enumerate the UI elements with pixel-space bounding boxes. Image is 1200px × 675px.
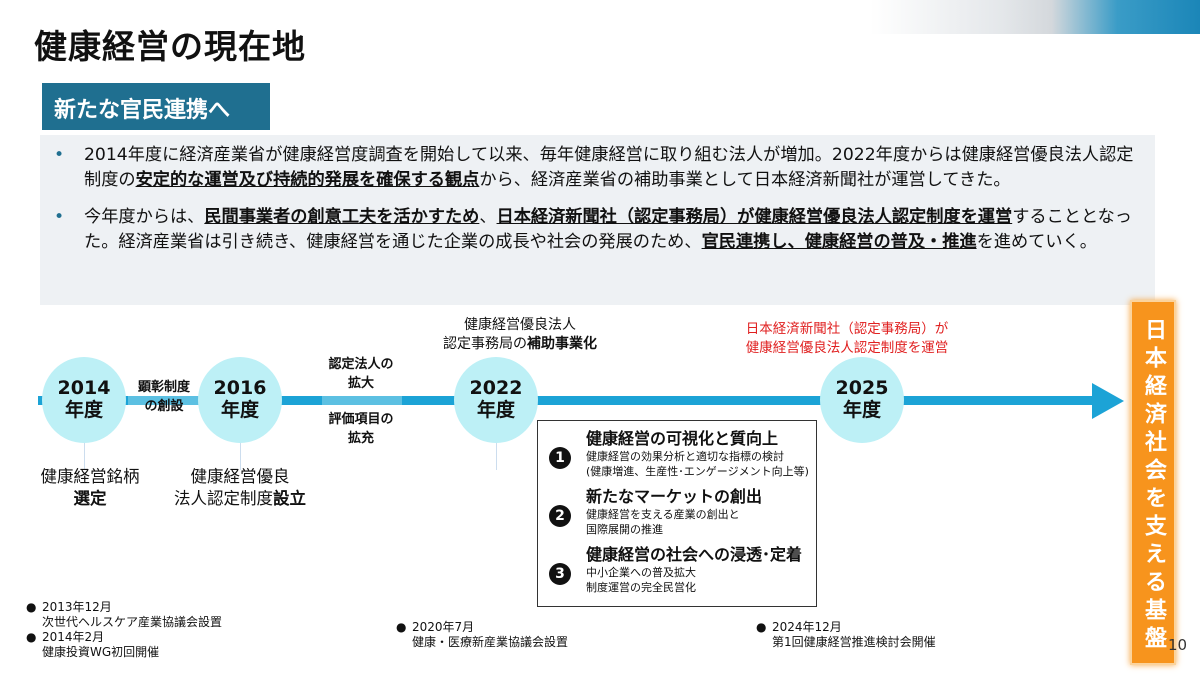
label-bold: 選定: [73, 489, 107, 508]
section-heading: 新たな官民連携へ: [42, 83, 270, 130]
label-line: 法人認定制度: [174, 489, 273, 508]
initiative-item: 1 健康経営の可視化と質向上健康経営の効果分析と適切な指標の検討 (健康増進、生産性…: [544, 429, 810, 479]
timeline-line: [262, 396, 322, 405]
note-text: 第1回健康経営推進検討会開催: [772, 635, 936, 649]
initiative-title: 新たなマーケットの創出: [586, 487, 763, 506]
number-badge: 3: [549, 563, 571, 585]
timeline-line-segment: [322, 396, 402, 405]
text: を進めていく。: [976, 232, 1097, 252]
text: することとなった。経済産業省は引き続き、健康経営を通じた企業の成長や社会の発展の…: [84, 207, 1132, 252]
label-line: 日本経済新聞社（認定事務局）が: [745, 321, 949, 337]
note-date: 2024年12月: [772, 620, 842, 634]
bullet-dot: •: [54, 207, 65, 227]
emphasis-text: 民間事業者の創意工夫を活かすため: [204, 207, 480, 227]
emphasis-text: 官民連携し、健康経営の普及・推進: [701, 232, 977, 252]
connector: [240, 440, 241, 470]
milestone-year: 2014: [57, 377, 111, 399]
summary-panel: • 2014年度に経済産業省が健康経営度調査を開始して以来、毎年健康経営に取り組む…: [40, 135, 1155, 305]
bullet-item: • 2014年度に経済産業省が健康経営度調査を開始して以来、毎年健康経営に取り組む…: [48, 143, 1135, 193]
initiative-item: 3 健康経営の社会への浸透･定着中小企業への普及拡大制度運営の完全民営化: [544, 545, 810, 595]
note-bullet: ●: [26, 630, 37, 644]
initiative-desc: (健康増進、生産性･エンゲージメント向上等): [586, 465, 809, 478]
emphasis-text: 安定的な運営及び持続的発展を確保する観点: [135, 170, 480, 190]
event-2016: 健康経営優良法人認定制度設立: [155, 466, 325, 510]
note-text: 健康・医療新産業協議会設置: [412, 635, 569, 649]
bullet-item: • 今年度からは、民間事業者の創意工夫を活かすため、日本経済新聞社（認定事務局）が…: [48, 205, 1135, 255]
emphasis-text: 日本経済新聞社（認定事務局）が健康経営優良法人認定制度を運営: [496, 207, 1013, 227]
connector: [84, 440, 85, 470]
note-bullet: ●: [396, 620, 407, 634]
milestone-unit: 年度: [220, 399, 259, 421]
initiative-item: 2 新たなマーケットの創出健康経営を支える産業の創出と国際展開の推進: [544, 487, 810, 537]
note-bullet: ●: [756, 620, 767, 634]
event-2025: 日本経済新聞社（認定事務局）が健康経営優良法人認定制度を運営: [712, 320, 982, 358]
initiative-desc: 中小企業への普及拡大: [586, 566, 696, 579]
event-2022: 健康経営優良法人認定事務局の補助事業化: [420, 316, 620, 354]
note-item: ● 2014年2月健康投資WG初回開催: [26, 630, 159, 660]
note-date: 2014年2月: [42, 630, 105, 644]
timeline-line-segment: [128, 396, 208, 405]
initiative-title: 健康経営の可視化と質向上: [586, 429, 779, 448]
note-item: ● 2020年7月健康・医療新産業協議会設置: [396, 620, 568, 650]
label-line: 健康経営優良法人: [464, 317, 576, 333]
label-line: 認定事務局の: [443, 336, 527, 352]
label-line: 健康経営銘柄: [40, 467, 140, 486]
number-badge: 1: [549, 447, 571, 469]
note-item: ● 2013年12月次世代ヘルスケア産業協議会設置: [26, 600, 222, 630]
initiative-desc: 制度運営の完全民営化: [586, 581, 696, 594]
label-line: 健康経営優良: [190, 467, 290, 486]
label-line: 拡大: [347, 376, 374, 391]
label-evaluation: 評価項目の拡充: [316, 410, 406, 448]
label-line: 拡充: [347, 431, 374, 446]
label-line: の創設: [144, 399, 184, 414]
initiative-desc: 健康経営の効果分析と適切な指標の検討: [586, 450, 784, 463]
note-text: 健康投資WG初回開催: [42, 645, 160, 659]
page-title: 健康経営の現在地: [34, 27, 306, 66]
text: 、: [479, 207, 497, 227]
initiatives-box: 1 健康経営の可視化と質向上健康経営の効果分析と適切な指標の検討 (健康増進、生産性…: [537, 420, 817, 607]
side-banner: 日本経済社会を支える基盤へ: [1099, 300, 1176, 665]
header-accent-bar: [870, 0, 1200, 34]
number-badge: 2: [549, 505, 571, 527]
label-bold: 設立: [273, 489, 306, 508]
note-date: 2020年7月: [412, 620, 475, 634]
note-item: ● 2024年12月第1回健康経営推進検討会開催: [756, 620, 936, 650]
milestone-year: 2025: [835, 377, 889, 399]
milestone-year: 2022: [469, 377, 523, 399]
label-bold: 補助事業化: [527, 336, 597, 352]
note-text: 次世代ヘルスケア産業協議会設置: [42, 615, 223, 629]
note-date: 2013年12月: [42, 600, 112, 614]
connector: [496, 440, 497, 470]
page-number: 10: [1168, 636, 1188, 654]
milestone-unit: 年度: [842, 399, 881, 421]
event-2014: 健康経営銘柄選定: [20, 466, 160, 510]
milestone-unit: 年度: [476, 399, 515, 421]
initiative-desc: 健康経営を支える産業の創出と: [586, 508, 740, 521]
initiative-title: 健康経営の社会への浸透･定着: [586, 545, 803, 564]
arrow-head-icon: [1092, 383, 1124, 419]
initiative-desc: 国際展開の推進: [586, 523, 663, 536]
bullet-dot: •: [54, 145, 65, 165]
text: 2014年度に経済産業省が健康経営度調査を開始して以来、毎年健康経営に取り組む法…: [84, 145, 1134, 190]
label-line: 顕彰制度: [137, 380, 190, 395]
label-line: 評価項目の: [328, 412, 394, 427]
milestone-unit: 年度: [64, 399, 103, 421]
text: 今年度からは、: [84, 207, 205, 227]
label-line: 健康経営優良法人認定制度を運営: [745, 340, 949, 356]
label-expansion: 認定法人の拡大: [316, 355, 406, 393]
label-award-system: 顕彰制度の創設: [128, 378, 200, 416]
milestone-year: 2016: [213, 377, 267, 399]
text: から、経済産業省の補助事業として日本経済新聞社が運営してきた。: [479, 170, 1011, 190]
timeline-line: [402, 396, 1094, 405]
label-line: 認定法人の: [328, 357, 394, 372]
note-bullet: ●: [26, 600, 37, 614]
